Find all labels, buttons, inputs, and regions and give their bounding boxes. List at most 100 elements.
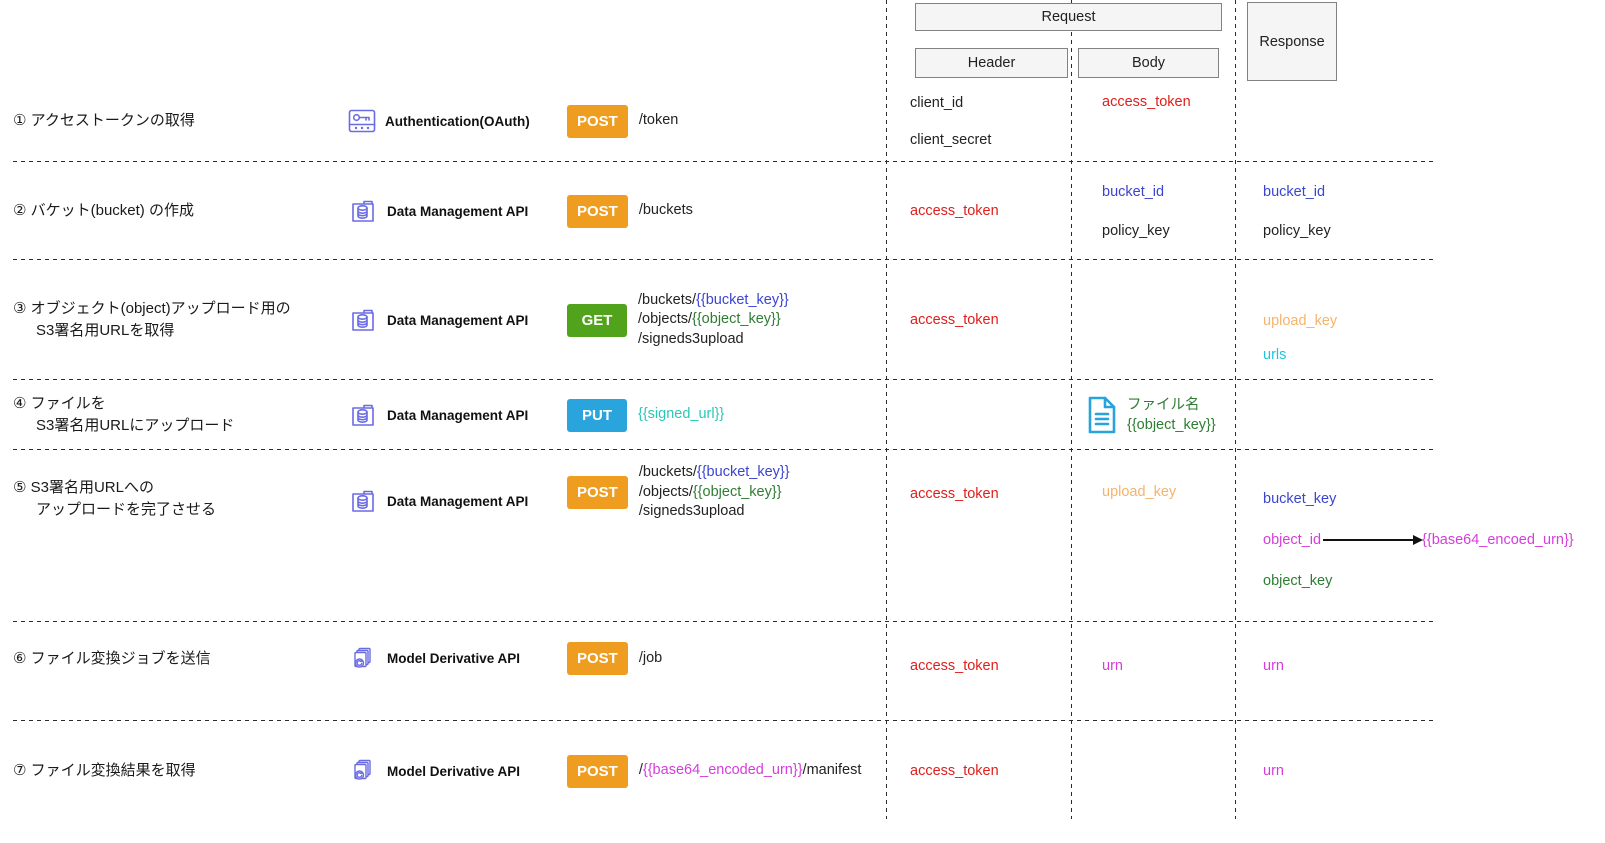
header-params: client_id client_secret bbox=[886, 95, 1071, 148]
step-label: ① アクセストークンの取得 bbox=[0, 110, 332, 132]
api-cell: Data Management API bbox=[332, 450, 546, 516]
step-text: ⑤ S3署名用URLへの bbox=[13, 479, 154, 496]
param: client_secret bbox=[910, 131, 992, 148]
endpoint-path: /buckets/{{bucket_key}} /objects/{{objec… bbox=[638, 291, 789, 350]
body-params: bucket_id policy_key bbox=[1071, 184, 1235, 239]
body-params: urn bbox=[1071, 658, 1235, 674]
column-divider-body bbox=[1071, 0, 1073, 819]
api-label: Data Management API bbox=[387, 493, 529, 509]
model-derivative-icon bbox=[348, 644, 378, 674]
request-label: Request bbox=[1041, 9, 1096, 25]
file-name-label: ファイル名 bbox=[1127, 397, 1200, 413]
path-segment: {{base64_encoded_urn}} bbox=[642, 762, 803, 779]
api-cell: Data Management API bbox=[332, 400, 546, 430]
path-segment: {{bucket_key}} bbox=[696, 291, 789, 308]
database-folder-icon bbox=[348, 486, 378, 516]
param: policy_key bbox=[1102, 222, 1170, 239]
step-label: ⑤ S3署名用URLへの アップロードを完了させる bbox=[0, 450, 332, 521]
arrow-target: {{base64_encoed_urn}} bbox=[1422, 532, 1574, 548]
row-divider bbox=[13, 259, 1433, 261]
path-segment: {{object_key}} bbox=[692, 311, 781, 328]
column-divider-response bbox=[1235, 0, 1237, 819]
api-cell: Data Management API bbox=[332, 305, 546, 335]
workflow-row-1: ① アクセストークンの取得 Authentication(OAuth) POST… bbox=[0, 80, 1605, 162]
endpoint-path: /job bbox=[638, 649, 663, 666]
path-segment: / bbox=[638, 762, 643, 779]
step-text: S3署名用URLを取得 bbox=[36, 322, 175, 339]
database-folder-icon bbox=[348, 196, 378, 226]
step-text: ① アクセストークンの取得 bbox=[13, 112, 195, 129]
header-params: access_token bbox=[886, 450, 1071, 502]
http-method-badge: PUT bbox=[567, 398, 627, 432]
response-params: bucket_id policy_key bbox=[1235, 184, 1605, 239]
param: object_id bbox=[1263, 532, 1322, 548]
http-method-badge: POST bbox=[567, 104, 628, 138]
response-params: urn bbox=[1235, 763, 1605, 779]
path-segment: /objects/ bbox=[638, 483, 693, 500]
param: access_token bbox=[1102, 94, 1191, 110]
step-text: S3署名用URLにアップロード bbox=[36, 417, 235, 434]
param: client_id bbox=[910, 94, 964, 111]
endpoint-path: /{{base64_encoded_urn}}/manifest bbox=[639, 761, 862, 781]
step-label: ⑥ ファイル変換ジョブを送信 bbox=[0, 648, 332, 670]
api-label: Data Management API bbox=[387, 203, 529, 219]
endpoint-cell: POST /job bbox=[546, 642, 886, 675]
body-column-header: Body bbox=[1078, 48, 1219, 78]
row-divider bbox=[13, 161, 1433, 163]
param: object_key bbox=[1263, 573, 1333, 589]
step-text: ⑥ ファイル変換ジョブを送信 bbox=[13, 649, 211, 667]
response-params: bucket_key object_id {{base64_encoed_urn… bbox=[1235, 450, 1605, 589]
workflow-row-2: ② バケット(bucket) の作成 Data Management API P… bbox=[0, 162, 1605, 260]
param: access_token bbox=[910, 657, 999, 674]
response-column-header: Response bbox=[1247, 2, 1337, 81]
http-method-badge: POST bbox=[567, 754, 628, 788]
path-segment: /objects/ bbox=[638, 311, 692, 328]
workflow-row-3: ③ オブジェクト(object)アップロード用の S3署名用URLを取得 Dat… bbox=[0, 260, 1605, 380]
file-object-key: {{object_key}} bbox=[1127, 417, 1216, 433]
param: upload_key bbox=[1263, 313, 1338, 329]
path-segment: /buckets/ bbox=[638, 464, 697, 480]
param: bucket_id bbox=[1102, 183, 1165, 200]
workflow-row-7: ⑦ ファイル変換結果を取得 Model Derivative API POST … bbox=[0, 721, 1605, 821]
row-divider bbox=[13, 379, 1433, 381]
param: access_token bbox=[910, 203, 999, 219]
param: urls bbox=[1263, 347, 1287, 363]
path-segment: /signeds3upload bbox=[638, 330, 744, 347]
endpoint-cell: POST /token bbox=[546, 104, 886, 138]
workflow-row-6: ⑥ ファイル変換ジョブを送信 Model Derivative API POST… bbox=[0, 622, 1605, 721]
api-label: Model Derivative API bbox=[387, 651, 521, 666]
step-label: ⑦ ファイル変換結果を取得 bbox=[0, 760, 332, 782]
step-label: ④ ファイルを S3署名用URLにアップロード bbox=[0, 393, 332, 437]
database-folder-icon bbox=[348, 400, 378, 430]
file-label: ファイル名 {{object_key}} bbox=[1127, 395, 1216, 435]
param: bucket_id bbox=[1263, 183, 1326, 200]
endpoint-cell: PUT {{signed_url}} bbox=[546, 398, 886, 432]
body-label: Body bbox=[1131, 55, 1166, 71]
endpoint-cell: GET /buckets/{{bucket_key}} /objects/{{o… bbox=[546, 291, 886, 350]
param: urn bbox=[1102, 657, 1123, 674]
api-label: Authentication(OAuth) bbox=[385, 113, 530, 129]
param: access_token bbox=[910, 312, 999, 328]
row-divider bbox=[13, 621, 1433, 623]
request-column-header: Request bbox=[915, 3, 1222, 31]
param: policy_key bbox=[1263, 222, 1331, 239]
api-label: Model Derivative API bbox=[387, 763, 521, 779]
row-divider bbox=[13, 720, 1433, 722]
api-label: Data Management API bbox=[387, 407, 529, 423]
endpoint-path: {{signed_url}} bbox=[638, 406, 725, 423]
param: access_token bbox=[910, 486, 999, 502]
http-method-badge: POST bbox=[567, 642, 628, 675]
header-label: Header bbox=[967, 55, 1016, 71]
step-text: ③ オブジェクト(object)アップロード用の bbox=[13, 300, 291, 317]
http-method-badge: POST bbox=[567, 194, 628, 228]
document-icon bbox=[1085, 395, 1119, 435]
row-divider bbox=[13, 449, 1433, 451]
response-params: upload_key urls bbox=[1235, 313, 1605, 363]
database-folder-icon bbox=[348, 305, 378, 335]
path-segment: {{object_key}} bbox=[692, 483, 782, 500]
path-segment: /buckets/ bbox=[638, 291, 697, 308]
right-arrow bbox=[1323, 534, 1424, 544]
header-params: access_token bbox=[886, 763, 1071, 779]
body-params: access_token bbox=[1071, 94, 1235, 110]
